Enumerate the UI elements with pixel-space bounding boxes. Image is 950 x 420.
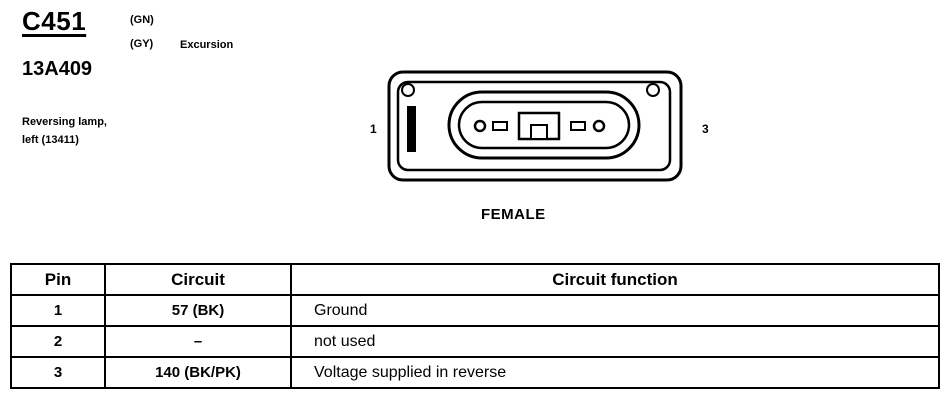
table-row: 2 – not used bbox=[10, 325, 940, 358]
pinout-table: Pin Circuit Circuit function 1 57 (BK) G… bbox=[10, 263, 940, 389]
part-number: 13A409 bbox=[22, 58, 93, 80]
connector-id: C451 bbox=[22, 6, 87, 36]
terminal-pin-1 bbox=[473, 119, 487, 133]
circuit-cell: 140 (BK/PK) bbox=[104, 356, 292, 389]
pin-label-left: 1 bbox=[370, 122, 377, 136]
table-row: 3 140 (BK/PK) Voltage supplied in revers… bbox=[10, 356, 940, 389]
table-header-row: Pin Circuit Circuit function bbox=[10, 263, 940, 296]
table-row: 1 57 (BK) Ground bbox=[10, 294, 940, 327]
component-description: Reversing lamp, left (13411) bbox=[22, 113, 107, 149]
connector-gender: FEMALE bbox=[481, 206, 546, 223]
circuit-cell: 57 (BK) bbox=[104, 294, 292, 327]
pin-cell: 1 bbox=[10, 294, 106, 327]
vehicle-variant: Excursion bbox=[180, 39, 234, 51]
pin-label-right: 3 bbox=[702, 122, 709, 136]
terminal-pin-3 bbox=[592, 119, 606, 133]
pin-cell: 2 bbox=[10, 325, 106, 358]
color-code-secondary: (GY) bbox=[130, 38, 154, 50]
terminal-blade-1 bbox=[492, 121, 508, 131]
locking-slot bbox=[407, 106, 416, 152]
color-code-primary: (GN) bbox=[130, 14, 154, 26]
description-line-1: Reversing lamp, bbox=[22, 116, 107, 128]
header-circuit-function: Circuit function bbox=[290, 263, 940, 296]
terminal-cavity-inner bbox=[457, 100, 631, 150]
connector-inner-housing bbox=[396, 80, 672, 172]
keying-bump-top-left bbox=[401, 83, 415, 97]
header-circuit: Circuit bbox=[104, 263, 292, 296]
terminal-blade-3 bbox=[570, 121, 586, 131]
connector-face-diagram bbox=[387, 70, 683, 182]
pin-cell: 3 bbox=[10, 356, 106, 389]
function-cell: not used bbox=[290, 325, 940, 358]
center-key-notch bbox=[530, 124, 548, 140]
keying-bump-top-right bbox=[646, 83, 660, 97]
description-line-2: left (13411) bbox=[22, 134, 79, 146]
circuit-cell: – bbox=[104, 325, 292, 358]
header-pin: Pin bbox=[10, 263, 106, 296]
function-cell: Ground bbox=[290, 294, 940, 327]
terminal-cavity-outer bbox=[447, 90, 641, 160]
connector-outer-shell bbox=[387, 70, 683, 182]
function-cell: Voltage supplied in reverse bbox=[290, 356, 940, 389]
